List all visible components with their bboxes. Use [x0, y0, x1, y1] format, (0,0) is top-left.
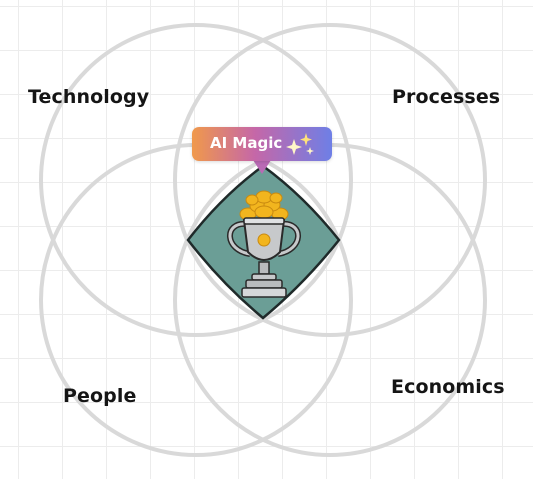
trophy-icon	[227, 190, 301, 298]
label-processes: Processes	[392, 86, 501, 108]
label-economics: Economics	[391, 376, 505, 398]
label-technology: Technology	[28, 86, 150, 108]
circle-technology	[39, 23, 353, 337]
circle-people	[39, 143, 353, 457]
ai-magic-label: AI Magic	[210, 134, 283, 152]
label-people: People	[63, 385, 137, 407]
circle-economics	[173, 143, 487, 457]
sparkle-icon	[286, 133, 314, 155]
ai-badge-pointer	[253, 160, 271, 174]
circle-processes	[173, 23, 487, 337]
ai-magic-badge[interactable]: AI Magic	[192, 127, 332, 161]
